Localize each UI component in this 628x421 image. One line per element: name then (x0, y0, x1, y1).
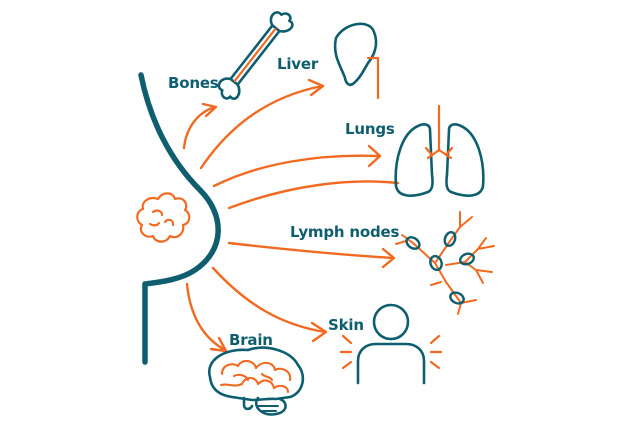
bone-icon (217, 11, 294, 100)
arrow-to-liver (199, 78, 325, 170)
lungs-icon (394, 104, 485, 197)
person-icon (339, 303, 443, 385)
arrow-to-brain (185, 282, 228, 353)
label-lymph-nodes: Lymph nodes (290, 223, 399, 241)
label-brain: Brain (229, 331, 273, 349)
arrow-to-lungs (212, 144, 382, 188)
lymph-nodes-icon (395, 211, 495, 315)
label-lungs: Lungs (345, 120, 395, 138)
label-skin: Skin (328, 316, 364, 334)
liver-icon (333, 22, 380, 100)
arrow-to-lymph-nodes (227, 180, 400, 269)
arrow-to-skin (211, 266, 328, 343)
arrow-to-bones (182, 102, 218, 150)
brain-icon (207, 346, 305, 416)
label-bones: Bones (168, 74, 219, 92)
breast-outline-icon (138, 72, 221, 365)
tumor-icon (136, 192, 191, 243)
label-liver: Liver (277, 55, 319, 73)
